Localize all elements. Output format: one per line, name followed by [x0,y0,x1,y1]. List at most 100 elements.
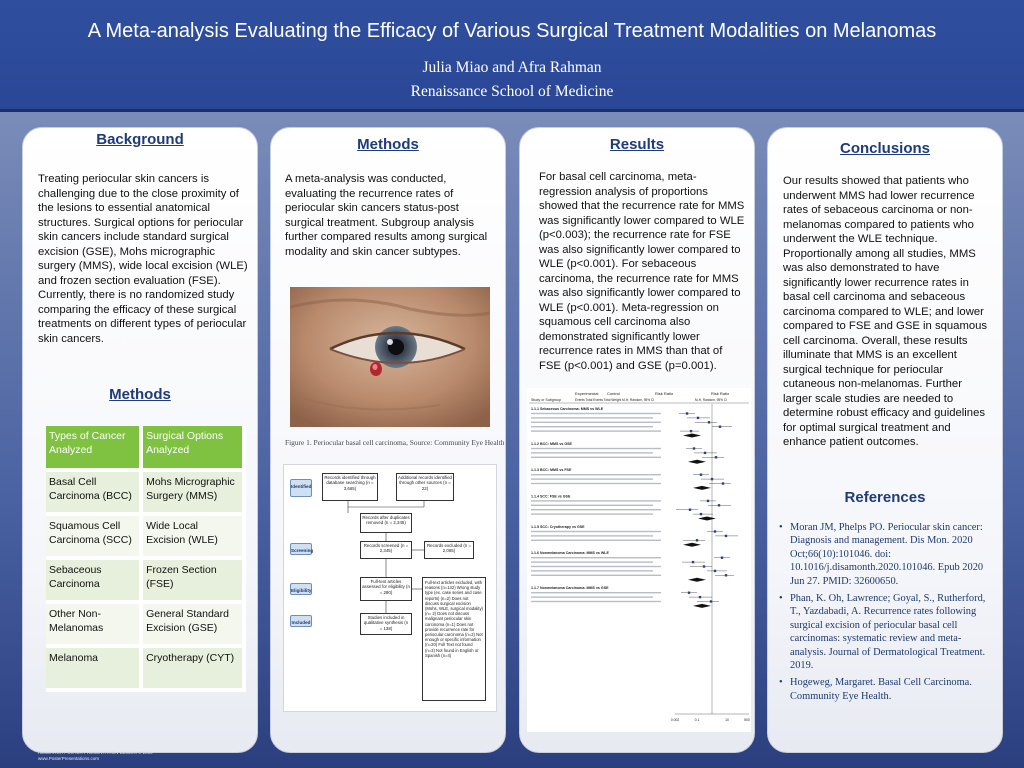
forest-group-label: 1.1.4 SCC: FSE vs GSE [531,494,571,498]
periocular-bcc-photo [290,287,490,427]
forest-row-text [531,557,661,559]
forest-point [702,565,706,568]
flow-box-included: Studies included in qualitative synthesi… [360,613,412,635]
forest-row-text [531,421,661,423]
flow-box-exclusion-reasons: Full-text articles excluded, with reason… [422,577,486,701]
references-heading: References [844,489,926,506]
forest-point [717,504,721,507]
forest-row-text [531,478,653,480]
results-heading: Results [609,136,665,153]
forest-row-text [531,535,653,537]
conclusions-text: Our results showed that patients who und… [783,175,988,448]
forest-row-text [531,600,661,603]
forest-col-control: Control [607,391,620,396]
forest-point [692,447,696,450]
flow-box-fulltext: Full-text articles assessed for eligibil… [360,577,412,601]
forest-summary-diamond [693,485,711,490]
forest-tick-label: 0.1 [695,718,700,722]
forest-row-text [531,539,661,541]
forest-plot-svg: Experimental Control Risk Ratio Risk Rat… [529,391,750,722]
references-list: Moran JM, Phelps PO. Periocular skin can… [778,521,994,707]
flow-arrows [347,501,425,613]
forest-group-label: 1.1.1 Sebaceous Carcinoma: MMS vs WLE [531,407,604,411]
background-heading: Background [96,131,184,148]
table-cell: Other Non-Melanomas [46,602,144,648]
methods-panel: Methods A meta-analysis was conducted, e… [270,127,506,753]
footer-credit: RESEARCH POSTER PRESENTATION DESIGN © 20… [38,750,153,761]
forest-group-label: 1.1.5 SCC: Cryotherapy vs GSE [531,525,585,529]
forest-row-text [531,452,653,454]
forest-col-experimental: Experimental [575,391,598,396]
forest-point [713,569,717,573]
results-text: For basal cell carcinoma, meta-regressio… [539,171,745,372]
methods-text: A meta-analysis was conducted, evaluatin… [285,173,488,258]
table-cell: Basal Cell Carcinoma (BCC) [46,470,144,516]
table-row: Other Non-Melanomas General Standard Exc… [46,602,246,648]
forest-row-text [531,482,661,485]
forest-point [687,591,691,594]
reference-item: Moran JM, Phelps PO. Periocular skin can… [778,521,994,588]
forest-row-text [531,574,661,576]
table-row: Sebaceous Carcinoma Frozen Section (FSE) [46,558,246,604]
methods-heading: Methods [357,136,419,153]
forest-point [696,416,700,420]
forest-row-text [531,596,653,598]
forest-row-text [531,417,653,419]
figure-caption: Figure 1. Periocular basal cell carcinom… [285,438,505,447]
results-panel: Results For basal cell carcinoma, meta-r… [519,127,755,753]
flow-side-included: Included [290,615,312,627]
forest-row-text [531,430,661,432]
flow-box-excluded: Records excluded (n = 2,065) [424,541,474,559]
background-panel: Background Treating periocular skin canc… [22,127,258,753]
forest-point [724,534,728,538]
flow-side-screening: Screening [290,543,313,555]
forest-group-label: 1.1.2 BCC: MMS vs GSE [531,442,573,446]
forest-row-text [531,592,661,594]
forest-point [703,451,707,455]
reference-item: Hogeweg, Margaret. Basal Cell Carcinoma.… [778,676,994,703]
forest-summary-diamond [688,577,706,582]
footer-line: www.PosterPresentations.com [38,755,100,761]
table-cell: Melanoma [46,646,144,692]
forest-row-text [531,561,653,563]
table-header-cell: Types of Cancer Analyzed [46,426,144,472]
forest-row-text [531,570,653,572]
flow-side-eligibility: Eligibility [290,583,312,595]
forest-summary-diamond [698,516,716,521]
table-row: Basal Cell Carcinoma (BCC) Mohs Microgra… [46,470,246,516]
conclusions-panel: Conclusions Our results showed that pati… [767,127,1003,753]
flow-box-screened: Records screened (n = 2,345) [360,541,412,559]
forest-row-text [531,530,661,533]
flow-box-db: Records identified through database sear… [322,473,378,501]
forest-point [699,512,703,516]
forest-point [720,556,724,559]
forest-plot: Experimental Control Risk Ratio Risk Rat… [527,388,751,732]
forest-summary-diamond [688,459,706,464]
forest-point [714,456,718,459]
flow-side-identified: Identified [290,479,312,497]
forest-point [718,425,722,428]
footer-line: RESEARCH POSTER PRESENTATION DESIGN © 20… [38,750,153,755]
cancer-types-table: Types of Cancer Analyzed Surgical Option… [46,426,246,692]
forest-row-text [531,447,661,450]
forest-group-label: 1.1.3 BCC: MMS vs FSE [531,468,572,472]
forest-col-riskratio-2: Risk Ratio [711,391,730,396]
forest-tick-label: 500 [744,718,750,722]
forest-summary-diamond [693,603,711,608]
forest-point [689,429,693,433]
forest-col-sub2: M-H, Random, 95% CI [695,398,727,402]
forest-col-study: Study or Subgroup [531,398,561,402]
table-header-row: Types of Cancer Analyzed Surgical Option… [46,426,246,472]
forest-col-sub: Events Total Events Total Weight M-H, Ra… [575,398,654,402]
table-cell: Frozen Section (FSE) [141,558,246,604]
flow-box-other: Additional records identified through ot… [396,473,454,501]
prisma-flow-diagram: Identified Screening Eligibility Include… [283,464,497,712]
eye-photo-graphic [290,287,490,427]
background-text: Treating periocular skin cancers is chal… [38,173,248,345]
forest-point [691,560,695,564]
conclusions-heading: Conclusions [839,140,930,157]
forest-point [706,499,710,503]
poster-school: Renaissance School of Medicine [410,83,614,100]
forest-row-text [531,504,653,506]
forest-point [709,600,713,603]
